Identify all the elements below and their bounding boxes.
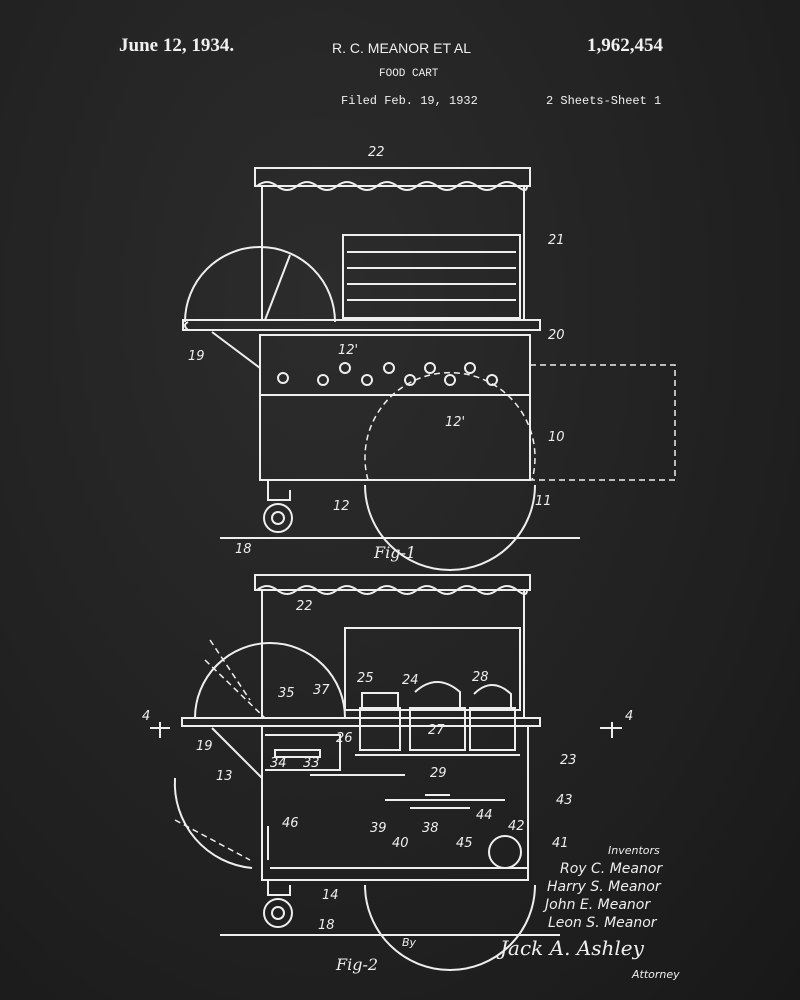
filed-date: Filed Feb. 19, 1932 (341, 94, 478, 108)
inventor-name: Leon S. Meanor (548, 915, 658, 931)
ref-12: 12 (333, 499, 350, 514)
ref-37: 37 (313, 683, 330, 698)
inventor-name: Harry S. Meanor (547, 879, 662, 895)
patent-number: 1,962,454 (587, 35, 663, 56)
ref-22: 22 (368, 145, 385, 160)
inventor-name: Roy C. Meanor (560, 861, 663, 877)
ref-33: 33 (303, 756, 320, 771)
ref-22: 22 (296, 599, 313, 614)
ref-12-prime: 12' (338, 343, 358, 358)
inventor-block: Inventors Roy C. Meanor Harry S. Meanor … (496, 844, 680, 981)
attorney-signature: Jack A. Ashley (496, 936, 645, 960)
ref-18: 18 (235, 542, 252, 557)
ref-41: 41 (552, 836, 569, 851)
ref-29: 29 (430, 766, 447, 781)
ref-20: 20 (548, 328, 565, 343)
ref-45: 45 (456, 836, 473, 851)
ref-27: 27 (428, 723, 445, 738)
ref-42: 42 (508, 819, 525, 834)
ref-19: 19 (196, 739, 213, 754)
sheet-count: 2 Sheets-Sheet 1 (546, 94, 662, 108)
ref-4: 4 (625, 709, 633, 724)
patent-title: FOOD CART (379, 68, 439, 80)
figure-1: 22 21 20 19 12' 12' 10 11 12 18 Fig-1 (182, 145, 676, 571)
attorney-label: Attorney (631, 968, 680, 981)
figure-2: 22 25 24 28 35 37 26 27 4 4 19 34 33 29 … (142, 574, 633, 974)
ref-39: 39 (370, 821, 387, 836)
ref-11: 11 (535, 494, 552, 509)
ref-14: 14 (322, 888, 339, 903)
ref-43: 43 (556, 793, 573, 808)
ref-34: 34 (270, 756, 287, 771)
patent-date: June 12, 1934. (119, 35, 235, 56)
ref-4: 4 (142, 709, 150, 724)
ref-24: 24 (402, 673, 419, 688)
ref-19: 19 (188, 349, 205, 364)
figure-1-caption: Fig-1 (373, 543, 416, 562)
inventors-heading: Inventors (608, 844, 660, 857)
ref-25: 25 (357, 671, 374, 686)
ref-13: 13 (216, 769, 233, 784)
ref-23: 23 (560, 753, 577, 768)
inventor-name: John E. Meanor (542, 897, 651, 913)
ref-44: 44 (476, 808, 493, 823)
ref-38: 38 (422, 821, 439, 836)
ref-28: 28 (472, 670, 489, 685)
ref-10: 10 (548, 430, 565, 445)
ref-46: 46 (282, 816, 299, 831)
ref-26: 26 (336, 731, 353, 746)
figure-2-caption: Fig-2 (335, 955, 378, 974)
by-label: By (402, 936, 417, 949)
ref-18: 18 (318, 918, 335, 933)
ref-12-prime: 12' (445, 415, 465, 430)
ref-40: 40 (392, 836, 409, 851)
ref-35: 35 (278, 686, 295, 701)
ref-21: 21 (548, 233, 565, 248)
inventor-header: R. C. MEANOR ET AL (332, 40, 471, 56)
